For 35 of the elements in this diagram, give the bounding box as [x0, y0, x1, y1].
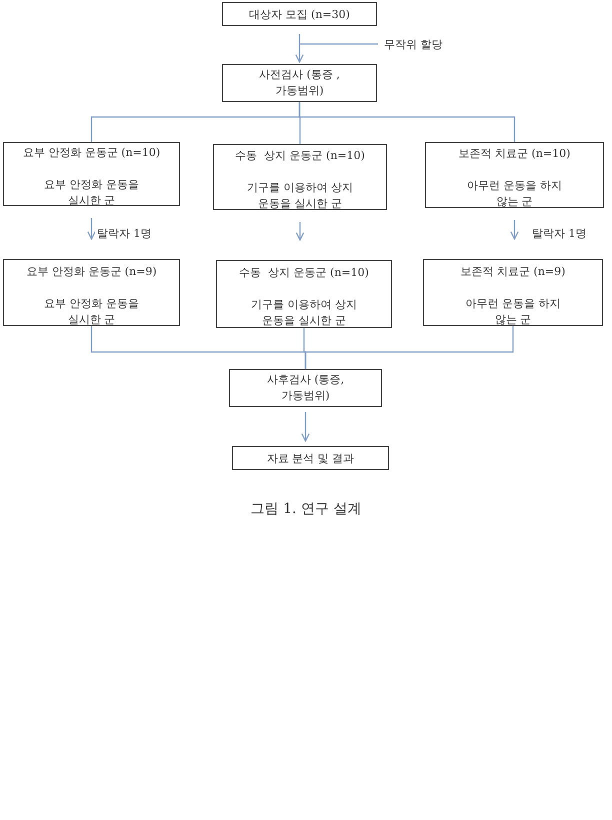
box-title: 보존적 치료군 (n=9) [460, 264, 566, 280]
box-title: 요부 안정화 운동군 (n=10) [22, 145, 160, 161]
arrow [510, 220, 519, 240]
box-text: 요부 안정화 운동을 실시한 군 [43, 177, 140, 209]
process-box [232, 446, 389, 470]
box-title: 수동 상지 운동군 (n=10) [239, 265, 369, 281]
arrow [295, 33, 379, 63]
box-title: 요부 안정화 운동군 (n=9) [26, 264, 157, 280]
process-box [425, 142, 604, 208]
process-box [3, 259, 180, 326]
box-text: 아무런 운동을 하지 않는 군 [466, 296, 560, 328]
box-text: 요부 안정화 운동을 실시한 군 [43, 296, 140, 328]
box-text: 아무런 운동을 하지 않는 군 [467, 178, 562, 210]
box-text: 기구를 이용하여 상지 운동을 실시한 군 [246, 180, 354, 212]
arrow [87, 218, 96, 240]
process-box [229, 369, 382, 407]
box-title: 사전검사 (통증 , 가동범위) [258, 67, 341, 99]
box-title: 수동 상지 운동군 (n=10) [235, 148, 365, 164]
process-box [222, 2, 377, 26]
box-title: 사후검사 (통증, 가동범위) [266, 372, 346, 404]
box-title: 대상자 모집 (n=30) [249, 7, 350, 23]
arrow [296, 222, 304, 241]
box-text: 기구를 이용하여 상지 운동을 실시한 군 [250, 297, 358, 329]
process-box [213, 144, 387, 210]
process-box [222, 64, 377, 102]
connector-line [298, 102, 516, 142]
figure-caption: 그림 1. 연구 설계 [250, 500, 362, 518]
box-title: 보존적 치료군 (n=10) [458, 146, 570, 162]
edge-label: 무작위 할당 [382, 37, 444, 52]
connector-line [304, 326, 514, 369]
box-title: 자료 분석 및 결과 [266, 451, 354, 467]
process-box [423, 259, 603, 326]
process-box [3, 142, 180, 206]
process-box [216, 260, 392, 328]
arrow [301, 412, 310, 442]
